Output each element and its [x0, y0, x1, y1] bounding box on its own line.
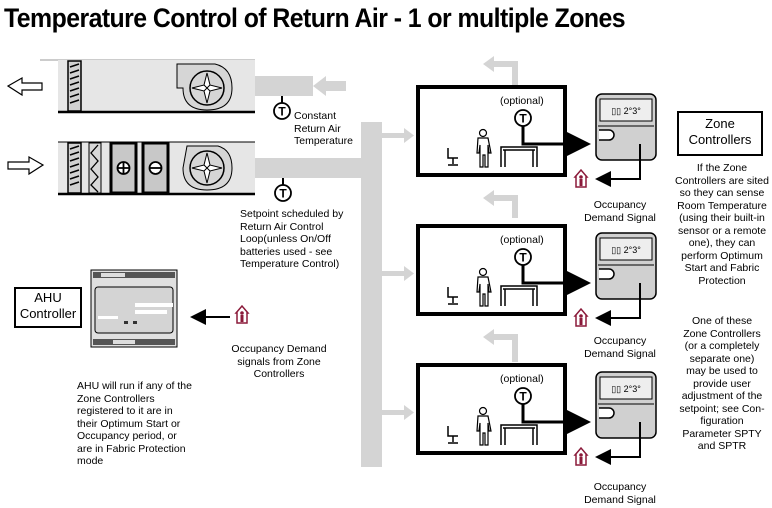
room-return-arrows	[483, 56, 518, 362]
heating-coil-icon	[109, 141, 138, 195]
zone-1: T ▯▯ 2°3°	[416, 85, 657, 188]
controller-display: ▯▯ 2°3°	[611, 245, 641, 255]
zone-controllers-label: Zone Controllers	[677, 111, 763, 156]
occupancy-icon	[573, 446, 589, 466]
filter-icon	[88, 142, 102, 194]
ahu-run-note: AHU will run if any of the Zone Controll…	[77, 380, 192, 467]
room-temperature-sensor: T	[514, 387, 532, 405]
person-icon	[476, 406, 492, 446]
controller-knob-icon	[599, 407, 615, 419]
chair-icon	[447, 287, 458, 305]
optional-sensor-label: (optional)	[500, 234, 544, 246]
chair-icon	[447, 148, 458, 166]
zone-2: T ▯▯ 2°3°	[416, 224, 657, 327]
optional-sensor-label: (optional)	[500, 373, 544, 385]
constant-return-air-note: Constant Return Air Temperature	[294, 110, 353, 147]
exhaust-section	[6, 59, 255, 114]
occupancy-icon	[573, 168, 589, 188]
room-temperature-sensor: T	[514, 248, 532, 266]
ahu-controller-label: AHU Controller	[14, 287, 82, 328]
exhaust-air-arrow-icon	[6, 76, 43, 97]
occupancy-demand-signals-note: Occupancy Demand signals from Zone Contr…	[231, 343, 327, 380]
room-outline	[416, 85, 567, 177]
room-sensor-label: T	[519, 112, 527, 126]
supply-section	[7, 141, 255, 196]
desk-icon	[500, 146, 538, 167]
intake-damper-icon	[67, 142, 82, 194]
zone-controllers-sensing-note: If the Zone Controllers are sited so the…	[675, 162, 769, 287]
person-icon	[476, 267, 492, 307]
desk-icon	[500, 424, 538, 445]
occupancy-icon	[573, 307, 589, 327]
diagram-title: Temperature Control of Return Air - 1 or…	[4, 3, 626, 33]
zone-3: T ▯▯ 2°3°	[416, 363, 657, 466]
room-outline	[416, 363, 567, 455]
ahu-controller-unit	[90, 269, 178, 348]
zone-controller-device[interactable]: ▯▯ 2°3°	[595, 93, 657, 161]
room-outline	[416, 224, 567, 316]
occupancy-signal-wire	[595, 144, 641, 187]
return-air-duct	[255, 76, 346, 96]
occupancy-signal-wire	[595, 422, 641, 465]
room-temperature-sensor: T	[514, 109, 532, 127]
zone-controllers-setpoint-note: One of these Zone Controllers (or a comp…	[679, 315, 765, 452]
fresh-air-arrow-icon	[7, 155, 45, 176]
zones: T ▯▯ 2°3° T ▯▯ 2°3° T ▯▯ 2°3°	[416, 85, 657, 466]
supply-air-sensor: T	[274, 178, 292, 202]
occupancy-icon	[234, 304, 250, 324]
supply-air-sensor-label: T	[279, 187, 287, 201]
sensor-wire	[521, 126, 591, 156]
setpoint-note: Setpoint scheduled by Return Air Control…	[240, 208, 344, 270]
cooling-coil-icon	[141, 141, 170, 195]
controller-display: ▯▯ 2°3°	[611, 384, 641, 394]
room-sensor-label: T	[519, 251, 527, 265]
chair-icon	[447, 426, 458, 444]
occupancy-signal-wire	[595, 283, 641, 326]
sensor-wire	[521, 404, 591, 434]
exhaust-damper-icon	[67, 60, 82, 112]
controller-display: ▯▯ 2°3°	[611, 106, 641, 116]
room-sensor-label: T	[519, 390, 527, 404]
zone-controller-device[interactable]: ▯▯ 2°3°	[595, 232, 657, 300]
supply-air-duct	[255, 122, 414, 467]
return-air-sensor-label: T	[278, 105, 286, 119]
desk-icon	[500, 285, 538, 306]
sensor-wire	[521, 265, 591, 295]
return-air-sensor: T	[273, 96, 291, 120]
person-icon	[476, 128, 492, 168]
controller-knob-icon	[599, 129, 615, 141]
supply-fan-icon	[182, 145, 233, 191]
controller-knob-icon	[599, 268, 615, 280]
zone-controller-device[interactable]: ▯▯ 2°3°	[595, 371, 657, 439]
exhaust-fan-icon	[176, 63, 233, 111]
optional-sensor-label: (optional)	[500, 95, 544, 107]
